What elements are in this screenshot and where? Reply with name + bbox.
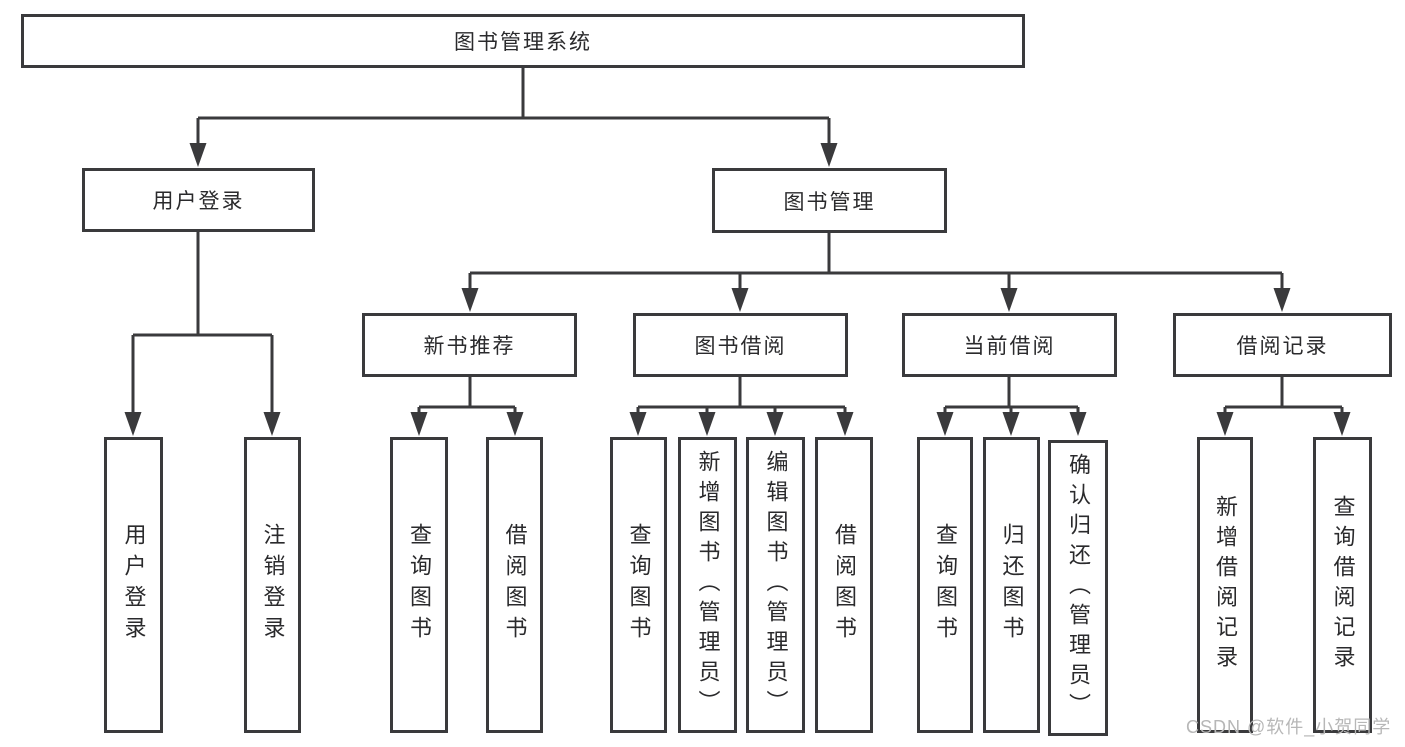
- node-leaf-recommend-borrow-books: 借阅图书: [486, 437, 543, 733]
- node-borrowing-records: 借阅记录: [1173, 313, 1392, 377]
- node-leaf-borrowing-borrow-books: 借阅图书: [815, 437, 873, 733]
- node-current-borrowing: 当前借阅: [902, 313, 1117, 377]
- node-leaf-current-return-books: 归还图书: [983, 437, 1040, 733]
- node-leaf-recommend-query-books: 查询图书: [390, 437, 448, 733]
- node-leaf-user-login: 用户登录: [104, 437, 163, 733]
- node-book-borrowing: 图书借阅: [633, 313, 848, 377]
- node-leaf-borrowing-query-books: 查询图书: [610, 437, 667, 733]
- node-leaf-borrowing-edit-books-admin: 编辑图书（管理员）: [746, 437, 805, 733]
- node-book-management: 图书管理: [712, 168, 947, 233]
- node-library-management-system: 图书管理系统: [21, 14, 1025, 68]
- node-leaf-records-add-record: 新增借阅记录: [1197, 437, 1253, 733]
- node-leaf-current-query-books: 查询图书: [917, 437, 973, 733]
- node-leaf-logout: 注销登录: [244, 437, 301, 733]
- node-leaf-records-query-record: 查询借阅记录: [1313, 437, 1372, 733]
- node-leaf-current-confirm-return-admin: 确认归还（管理员）: [1048, 440, 1108, 736]
- node-leaf-borrowing-add-books-admin: 新增图书（管理员）: [678, 437, 737, 733]
- node-new-book-recommendation: 新书推荐: [362, 313, 577, 377]
- watermark: CSDN @软件_小贺同学: [1186, 717, 1392, 737]
- node-user-login: 用户登录: [82, 168, 315, 232]
